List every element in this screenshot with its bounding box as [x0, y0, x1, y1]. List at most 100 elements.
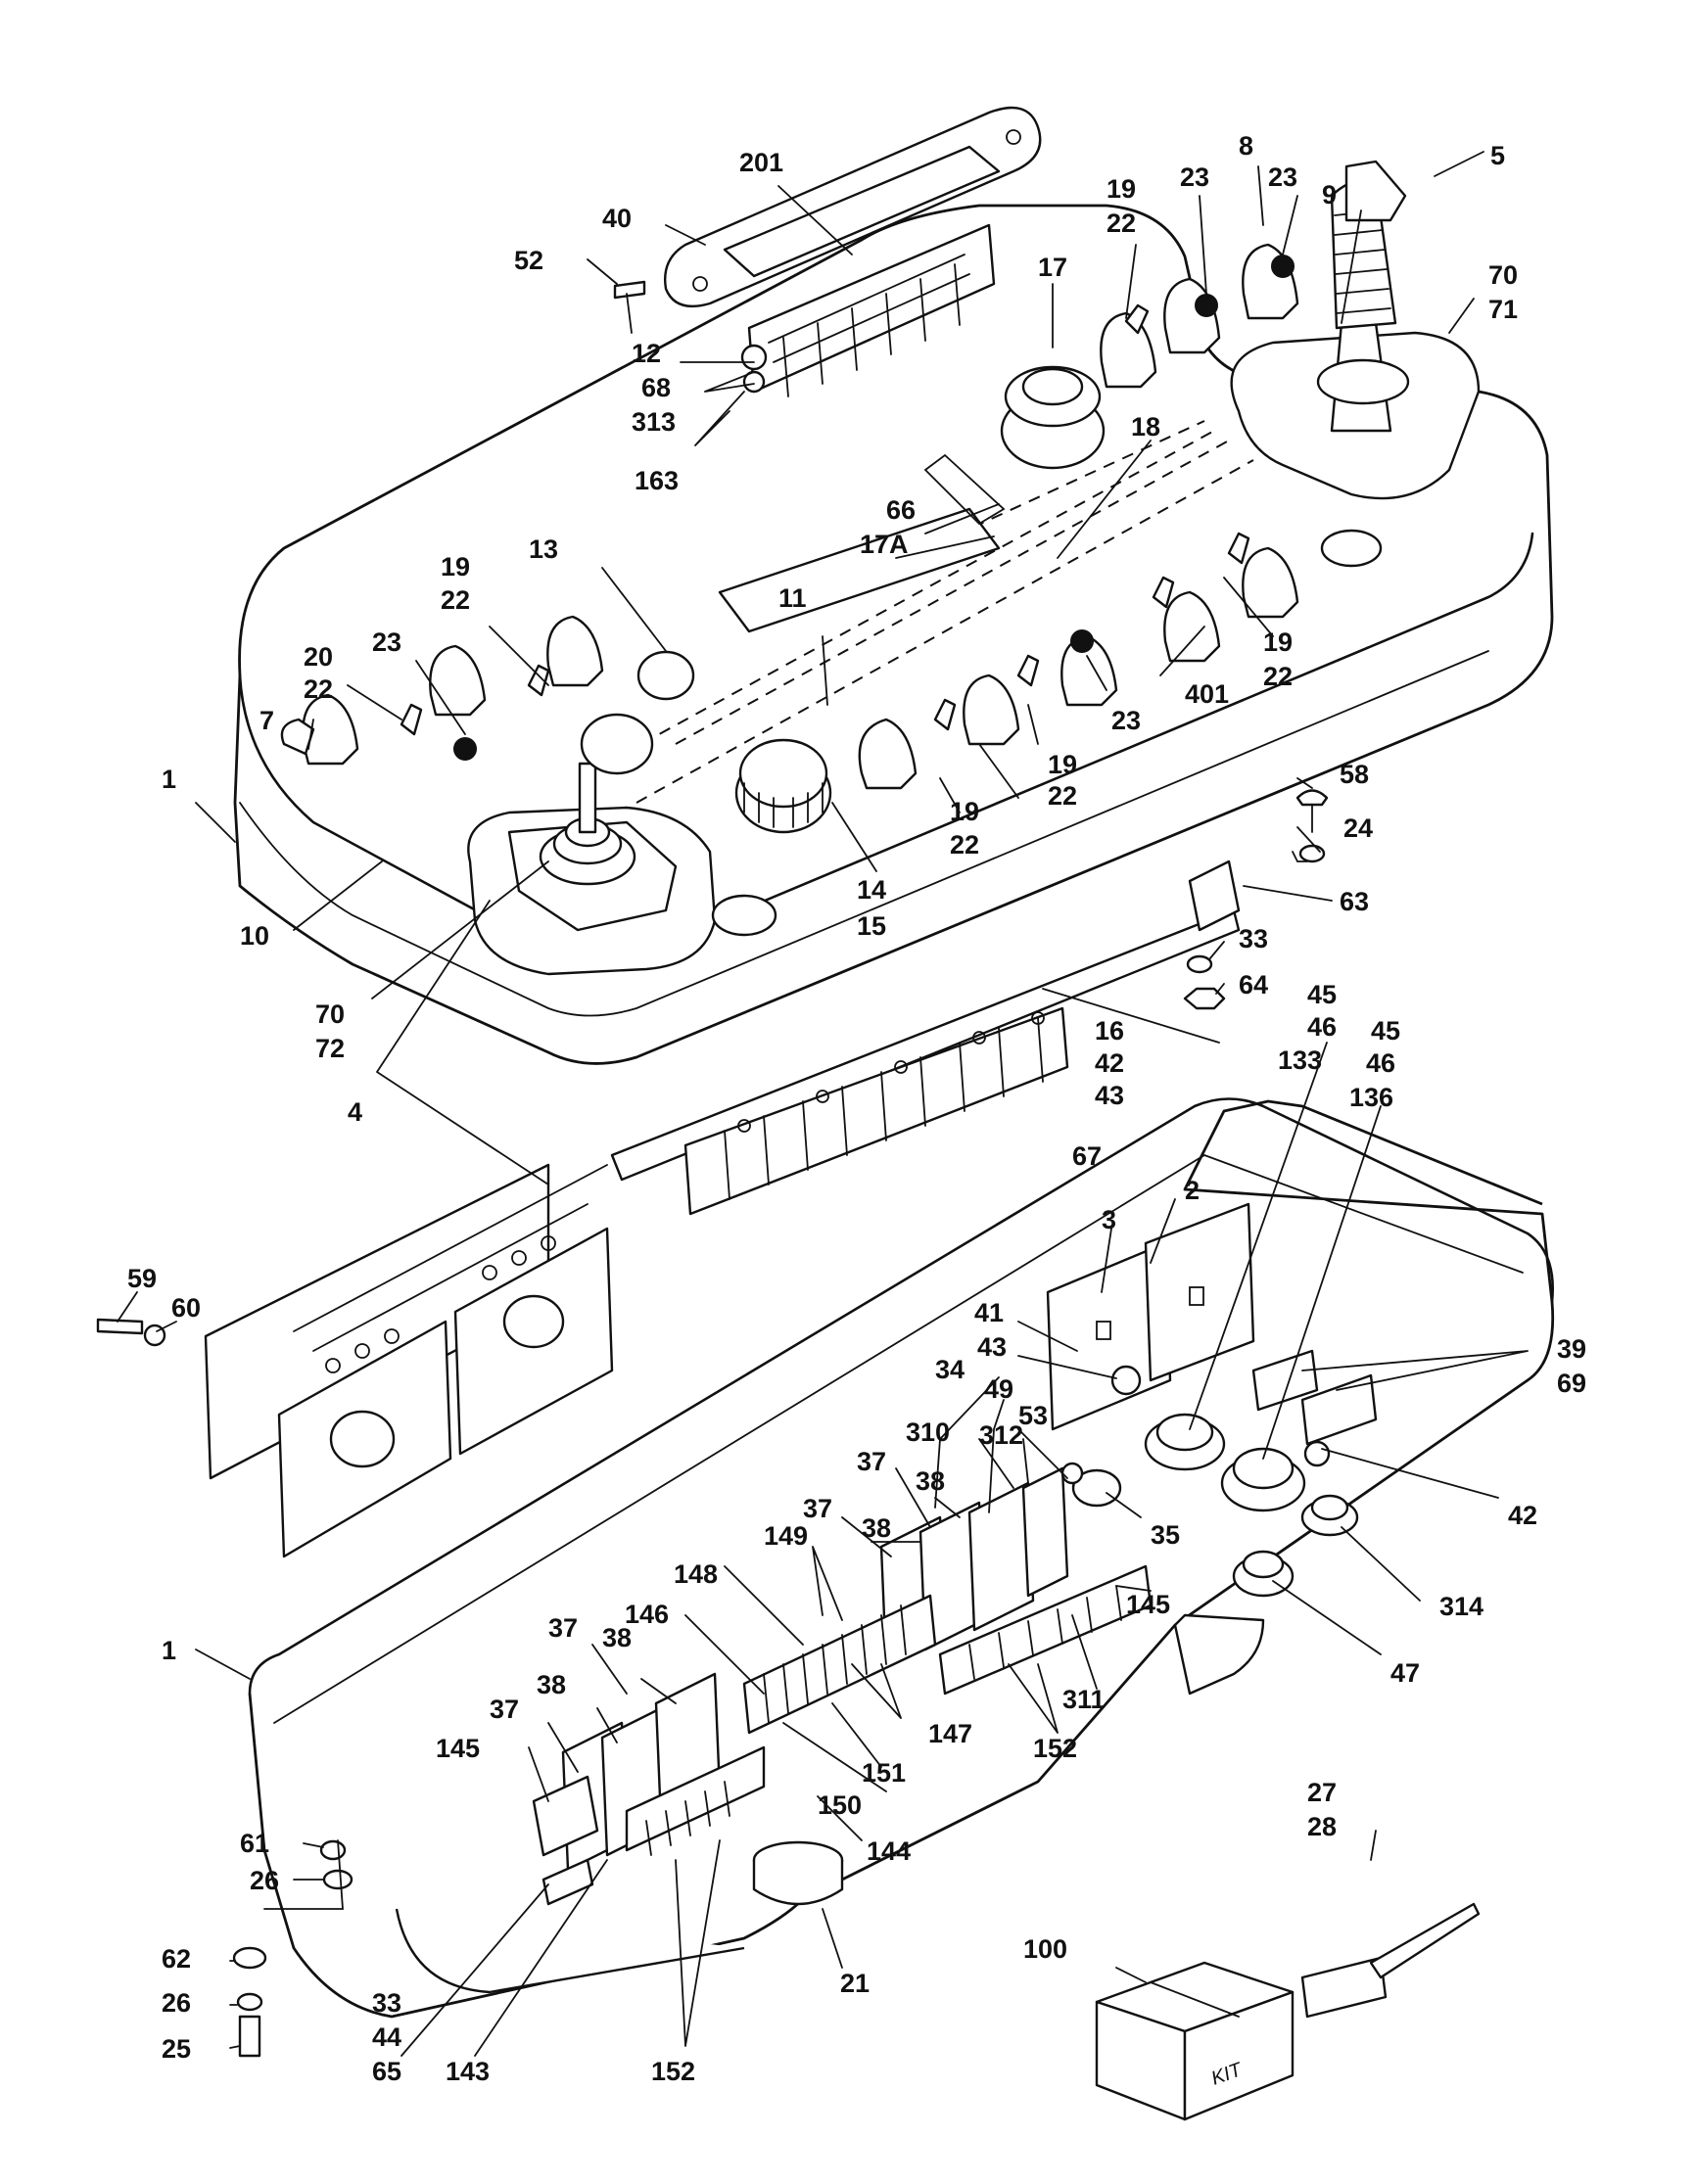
label-8: 8	[1239, 131, 1253, 161]
label-163: 163	[635, 466, 679, 495]
label-22-a: 22	[1106, 209, 1136, 238]
label-38-b: 38	[862, 1513, 891, 1543]
label-49: 49	[984, 1374, 1013, 1404]
label-47: 47	[1390, 1658, 1420, 1688]
label-17: 17	[1038, 253, 1067, 282]
label-16: 16	[1095, 1016, 1124, 1046]
label-34: 34	[935, 1355, 965, 1384]
label-9: 9	[1322, 180, 1337, 209]
label-45-b: 45	[1371, 1016, 1400, 1046]
label-43-a: 43	[1095, 1081, 1124, 1110]
label-18: 18	[1131, 412, 1160, 441]
label-43-b: 43	[977, 1332, 1007, 1362]
label-17A: 17A	[860, 530, 909, 559]
label-37-a: 37	[857, 1447, 886, 1476]
label-19-b: 19	[441, 552, 470, 581]
label-38-d: 38	[537, 1670, 566, 1699]
label-33-a: 33	[1239, 924, 1268, 953]
label-64: 64	[1239, 970, 1268, 999]
label-52: 52	[514, 246, 543, 275]
label-71: 71	[1488, 295, 1518, 324]
kit-box: KIT	[1095, 1961, 1295, 2121]
label-145-b: 145	[436, 1734, 480, 1763]
label-70-a: 70	[1488, 260, 1518, 290]
label-38-c: 38	[602, 1623, 632, 1652]
label-38-a: 38	[916, 1466, 945, 1496]
label-22-e: 22	[1048, 781, 1077, 811]
label-37-b: 37	[803, 1494, 832, 1523]
terminal-bracket	[96, 1163, 614, 1558]
label-201: 201	[739, 148, 783, 177]
label-63: 63	[1340, 887, 1369, 916]
label-22-c: 22	[304, 674, 333, 704]
label-11: 11	[778, 583, 807, 613]
label-66: 66	[886, 495, 916, 525]
label-3: 3	[1102, 1205, 1116, 1234]
label-42-b: 42	[1508, 1501, 1537, 1530]
label-12: 12	[632, 339, 661, 368]
label-143: 143	[446, 2057, 490, 2086]
label-311: 311	[1062, 1685, 1106, 1714]
label-70-b: 70	[315, 999, 345, 1029]
label-23-a: 23	[1180, 163, 1209, 192]
label-145-a: 145	[1126, 1590, 1170, 1619]
label-20: 20	[304, 642, 333, 672]
label-10: 10	[240, 921, 269, 951]
label-15: 15	[857, 911, 886, 941]
label-152-b: 152	[651, 2057, 695, 2086]
label-53: 53	[1018, 1401, 1048, 1430]
label-133: 133	[1278, 1046, 1322, 1075]
label-13: 13	[529, 534, 558, 564]
label-39: 39	[1557, 1334, 1586, 1364]
label-59: 59	[127, 1264, 157, 1293]
label-67: 67	[1072, 1141, 1102, 1171]
label-144: 144	[867, 1836, 911, 1866]
label-136: 136	[1349, 1083, 1393, 1112]
label-14: 14	[857, 875, 886, 905]
label-60: 60	[171, 1293, 201, 1323]
label-25: 25	[162, 2034, 191, 2064]
leader-lines	[117, 151, 1529, 2057]
label-100: 100	[1023, 1934, 1067, 1964]
label-147: 147	[928, 1719, 972, 1748]
label-33-b: 33	[372, 1988, 401, 2018]
label-65: 65	[372, 2057, 401, 2086]
label-313: 313	[632, 407, 676, 437]
label-23-c: 23	[372, 627, 401, 657]
label-314: 314	[1439, 1592, 1483, 1621]
label-45-a: 45	[1307, 980, 1337, 1009]
label-21: 21	[840, 1969, 870, 1998]
label-44: 44	[372, 2022, 401, 2052]
label-26-a: 26	[250, 1866, 279, 1895]
label-58: 58	[1340, 760, 1369, 789]
label-40: 40	[602, 204, 632, 233]
label-401: 401	[1185, 679, 1229, 709]
label-35: 35	[1151, 1520, 1180, 1550]
label-42-a: 42	[1095, 1048, 1124, 1078]
label-4: 4	[348, 1097, 362, 1127]
label-23-d: 23	[1111, 706, 1141, 735]
label-312: 312	[979, 1420, 1023, 1450]
label-23-b: 23	[1268, 163, 1297, 192]
relay-bracket	[610, 860, 1241, 1216]
label-69: 69	[1557, 1369, 1586, 1398]
label-37-c: 37	[548, 1613, 578, 1643]
label-148: 148	[674, 1559, 718, 1589]
label-7: 7	[259, 706, 274, 735]
label-27: 27	[1307, 1778, 1337, 1807]
label-62: 62	[162, 1944, 191, 1974]
label-46-a: 46	[1307, 1012, 1337, 1042]
label-22-b: 22	[441, 585, 470, 615]
label-19-c: 19	[1263, 627, 1293, 657]
label-28: 28	[1307, 1812, 1337, 1841]
label-1-b: 1	[162, 1636, 176, 1665]
label-150: 150	[818, 1790, 862, 1820]
label-24: 24	[1343, 813, 1373, 843]
label-146: 146	[625, 1600, 669, 1629]
label-19-e: 19	[950, 797, 979, 826]
label-149: 149	[764, 1521, 808, 1551]
label-5: 5	[1490, 141, 1505, 170]
lower-enclosure	[248, 1097, 1555, 2019]
display-module	[613, 106, 1042, 397]
